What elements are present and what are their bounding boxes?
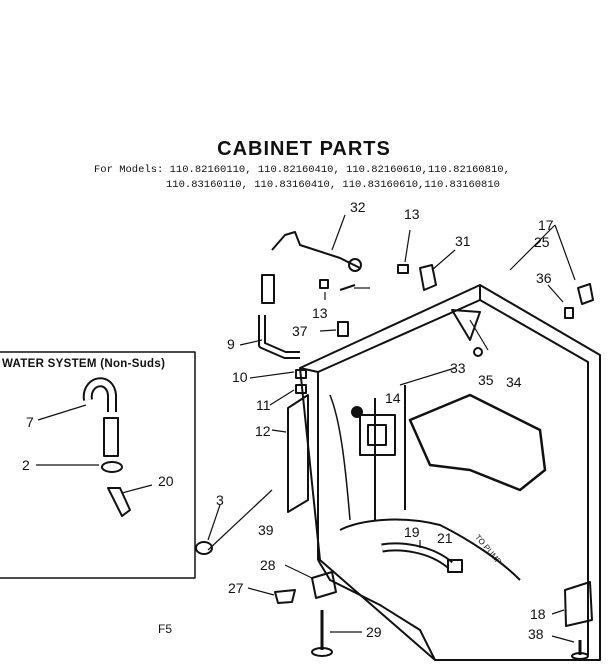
model-list: For Models: 110.82160110, 110.82160410, … — [94, 163, 510, 193]
part-number-38: 38 — [528, 626, 544, 642]
part-19-hose — [381, 542, 463, 573]
part-37 — [337, 321, 349, 337]
part-number-34: 34 — [506, 374, 522, 390]
part-number-3: 3 — [216, 492, 224, 508]
part-number-37: 37 — [292, 323, 308, 339]
part-10-11 — [249, 369, 307, 406]
water-system-box — [0, 351, 273, 579]
part-number-2: 2 — [22, 457, 30, 473]
part-number-18: 18 — [530, 606, 546, 622]
cabinet-body — [299, 284, 601, 661]
part-number-11: 11 — [256, 397, 271, 413]
parts-27-29 — [247, 564, 362, 657]
part-number-21: 21 — [437, 530, 453, 546]
models-label: For Models: — [94, 164, 164, 176]
part-12-panel — [271, 394, 309, 513]
part-number-13b: 13 — [312, 305, 328, 321]
part-32-cable — [271, 214, 362, 291]
part-number-12: 12 — [255, 423, 271, 439]
part-number-36: 36 — [536, 270, 552, 286]
part-number-20: 20 — [158, 473, 174, 489]
part-14-switch — [351, 367, 456, 456]
part-number-14: 14 — [385, 390, 401, 406]
part-number-27: 27 — [228, 580, 244, 596]
part-number-7: 7 — [26, 414, 34, 430]
models-line-2: 110.83160110, 110.83160410, 110.83160610… — [166, 179, 500, 191]
part-number-13: 13 — [404, 206, 420, 222]
part-number-29: 29 — [366, 624, 382, 640]
models-line-1: 110.82160110, 110.82160410, 110.82160610… — [169, 164, 510, 176]
part-number-19: 19 — [404, 524, 420, 540]
part-number-17: 17 — [538, 217, 554, 233]
part-number-10: 10 — [232, 369, 248, 385]
part-9-hose — [239, 274, 300, 359]
page-code: F5 — [158, 622, 173, 636]
part-number-9: 9 — [227, 336, 235, 352]
page-title: CABINET PARTS — [217, 138, 391, 160]
parts-18-38 — [551, 581, 593, 660]
part-number-35: 35 — [478, 372, 494, 388]
part-number-25: 25 — [534, 234, 550, 250]
part-number-28: 28 — [260, 557, 276, 573]
part-number-31: 31 — [455, 233, 471, 249]
part-number-39: 39 — [258, 522, 274, 538]
hardware-top — [319, 224, 594, 357]
part-number-32: 32 — [350, 199, 366, 215]
part-number-33: 33 — [450, 360, 466, 376]
water-system-label: WATER SYSTEM (Non-Suds) — [2, 358, 166, 370]
